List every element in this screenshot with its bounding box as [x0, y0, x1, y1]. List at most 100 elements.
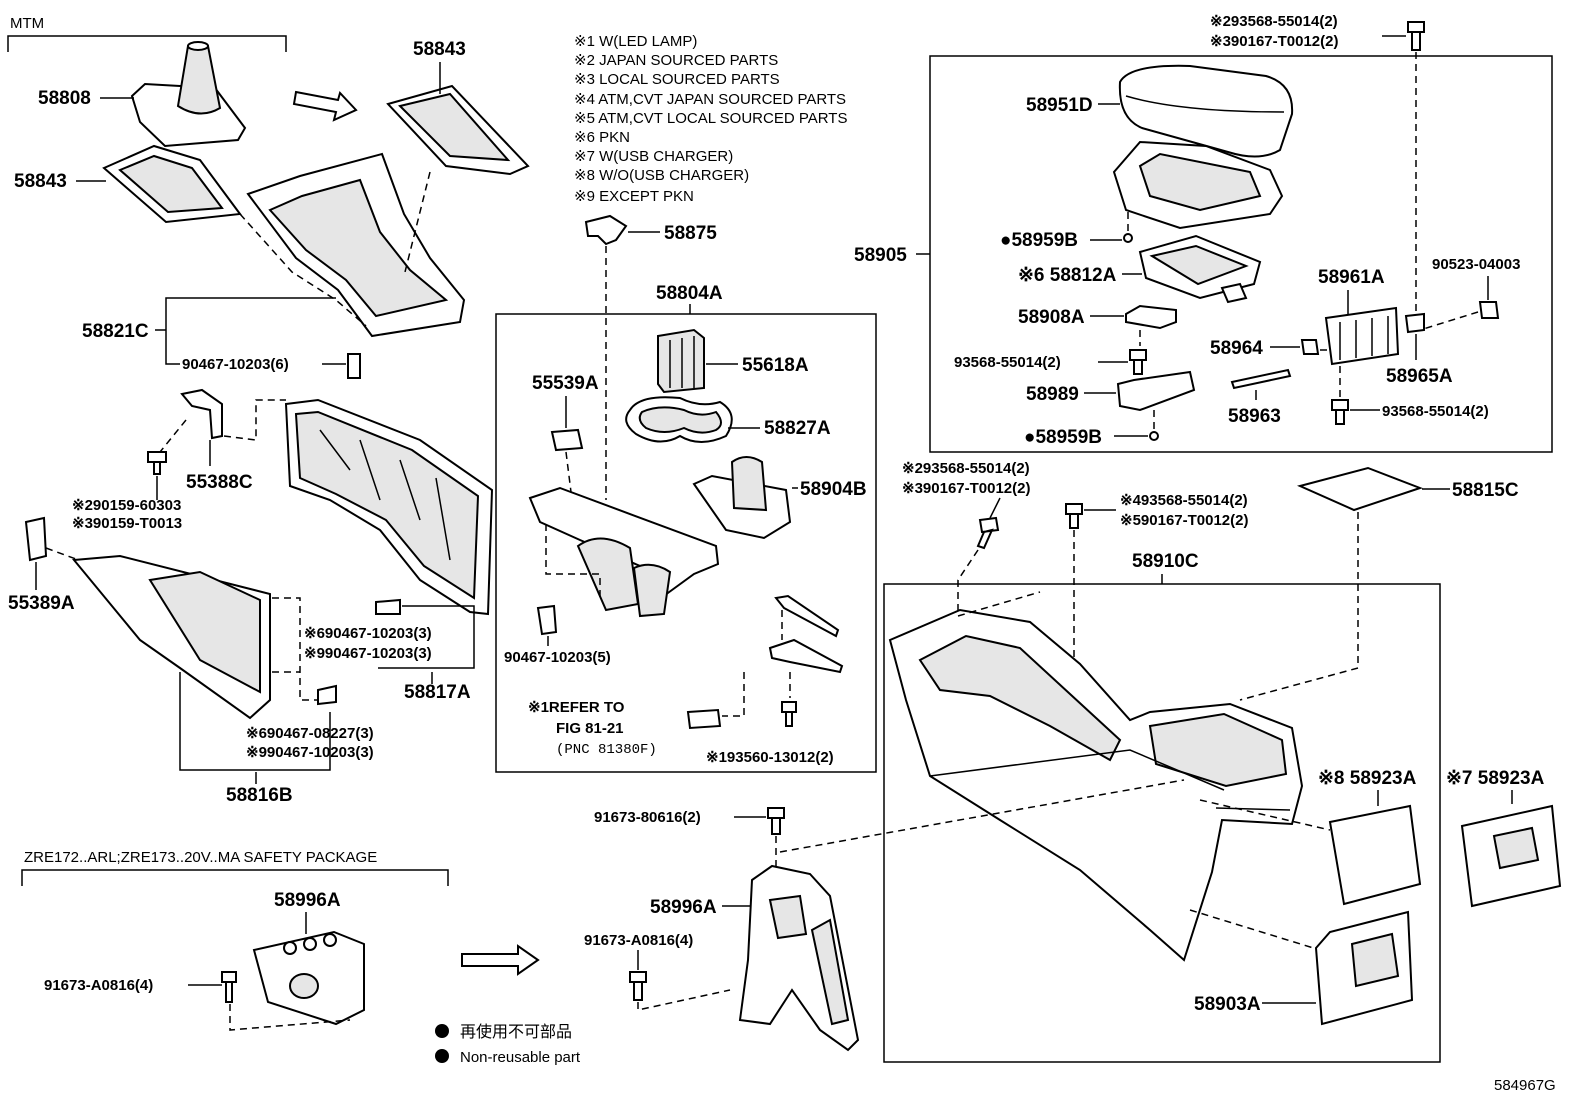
- leader-mid-ab: [989, 497, 1001, 519]
- label-90467-3a: ※690467-10203(3): [304, 625, 432, 642]
- label-90467-3b: ※990467-10203(3): [304, 645, 432, 662]
- dashline-58815c: [1239, 512, 1359, 701]
- label-55389a: 55389A: [8, 593, 75, 614]
- label-refer2: FIG 81-21: [556, 720, 624, 737]
- part-58961a: [1324, 306, 1400, 366]
- leader-58821c: [155, 297, 336, 365]
- label-58963: 58963: [1228, 406, 1281, 427]
- dashline-bolt: [159, 419, 187, 453]
- console-panel-58821c: [246, 152, 466, 338]
- label-90467-5: 90467-10203(5): [504, 649, 611, 666]
- nut-90523-icon: [1478, 301, 1500, 319]
- note-6: ※6 PKN: [574, 129, 630, 146]
- label-top-a: ※293568-55014(2): [1210, 13, 1338, 30]
- bolt-icon: [147, 451, 167, 475]
- arrow-right-icon: [461, 944, 540, 976]
- dashline-58821c: [239, 213, 367, 327]
- note-9: ※9 EXCEPT PKN: [574, 188, 694, 205]
- dashline-58996a-left: [229, 1004, 351, 1031]
- label-58910c: 58910C: [1132, 551, 1199, 572]
- part-console-box: [1112, 140, 1284, 230]
- clip-58959b-a: [1123, 233, 1133, 243]
- label-90467-08227: ※690467-08227(3): [246, 725, 374, 742]
- label-58875: 58875: [664, 223, 717, 244]
- label-55618a: 55618A: [742, 355, 809, 376]
- part-58903a: [1314, 910, 1414, 1026]
- part-58923a-7: [1460, 804, 1562, 908]
- screw-top-icon: [1407, 21, 1425, 51]
- screw-mid-a-icon: [976, 516, 1000, 550]
- arrow-icon: [292, 90, 358, 122]
- part-58910c: [888, 608, 1304, 962]
- label-mid-d: ※590167-T0012(2): [1120, 512, 1248, 529]
- side-panel-58816b: [72, 554, 271, 720]
- part-55539a: [550, 428, 584, 452]
- part-58989: [1116, 370, 1196, 412]
- screw-icon: [781, 701, 797, 727]
- label-58815c: 58815C: [1452, 480, 1519, 501]
- note-2: ※2 JAPAN SOURCED PARTS: [574, 52, 778, 69]
- label-58908a: 58908A: [1018, 307, 1085, 328]
- shift-boot-part: [130, 41, 247, 148]
- label-58996a-right: 58996A: [650, 897, 717, 918]
- legend-jp: 再使用不可部品: [460, 1023, 572, 1041]
- clip-icon: [347, 353, 361, 379]
- label-93560: ※193560-13012(2): [706, 749, 834, 766]
- label-mid-c: ※493568-55014(2): [1120, 492, 1248, 509]
- label-58961a: 58961A: [1318, 267, 1385, 288]
- label-55388c: 55388C: [186, 472, 253, 493]
- label-top-b: ※390167-T0012(2): [1210, 33, 1338, 50]
- label-58821c: 58821C: [82, 321, 149, 342]
- zre-bracket: [21, 869, 449, 886]
- part-58815c: [1296, 466, 1423, 512]
- label-55539a: 55539A: [532, 373, 599, 394]
- note-7: ※7 W(USB CHARGER): [574, 148, 733, 165]
- label-91673-left: 91673-A0816(4): [44, 977, 153, 994]
- clip-58817a: [375, 598, 401, 615]
- part-58965a: [1404, 312, 1425, 334]
- box-58804a: [495, 313, 877, 773]
- clip-58959b-b: [1149, 431, 1159, 441]
- dashline-58923a: [1199, 799, 1331, 831]
- label-58903a: 58903A: [1194, 994, 1261, 1015]
- part-58963: [1230, 368, 1292, 390]
- label-58923a-7: ※7 58923A: [1446, 768, 1545, 789]
- label-58959b-a: ●58959B: [1000, 230, 1078, 251]
- note-4: ※4 ATM,CVT JAPAN SOURCED PARTS: [574, 91, 846, 108]
- box-58910c: [883, 583, 1441, 1063]
- part-bracket-b: [768, 638, 844, 674]
- legend-dot-en: [435, 1049, 449, 1063]
- label-91673-right: 91673-A0816(4): [584, 932, 693, 949]
- part-58812a: [1138, 234, 1262, 304]
- label-91673-80616: 91673-80616(2): [594, 809, 701, 826]
- bolt-left-icon: [221, 971, 237, 1003]
- label-58965a: 58965A: [1386, 366, 1453, 387]
- label-58816b: 58816B: [226, 785, 293, 806]
- bezel-58843-upper: [386, 84, 530, 176]
- label-58905: 58905: [854, 245, 907, 266]
- label-58808: 58808: [38, 88, 91, 109]
- label-zre-header: ZRE172..ARL;ZRE173..20V..MA SAFETY PACKA…: [24, 849, 377, 866]
- part-cupholder: [528, 486, 720, 618]
- label-90523: 90523-04003: [1432, 256, 1520, 273]
- label-58996a-left: 58996A: [274, 890, 341, 911]
- part-58923a-8: [1328, 804, 1422, 906]
- label-58843-left: 58843: [14, 171, 67, 192]
- figure-id: 584967G: [1494, 1077, 1556, 1094]
- dashline-58996a-console: [779, 779, 1185, 853]
- clip-58816b: [317, 684, 337, 706]
- bracket-58996a-right: [738, 864, 860, 1052]
- label-58959b-b: ●58959B: [1024, 427, 1102, 448]
- mtm-bracket: [7, 35, 287, 52]
- part-58875: [584, 214, 628, 246]
- bolt-80616-icon: [767, 807, 785, 835]
- dashline-58843: [403, 171, 431, 277]
- label-mtm: MTM: [10, 15, 44, 32]
- label-mid-b: ※390167-T0012(2): [902, 480, 1030, 497]
- part-bracket-a: [774, 594, 840, 638]
- dashline-90523: [1419, 311, 1479, 331]
- screw-93568-b-icon: [1331, 399, 1349, 425]
- part-58904b: [692, 456, 792, 540]
- label-58964: 58964: [1210, 338, 1263, 359]
- label-58812a: ※6 58812A: [1018, 265, 1117, 286]
